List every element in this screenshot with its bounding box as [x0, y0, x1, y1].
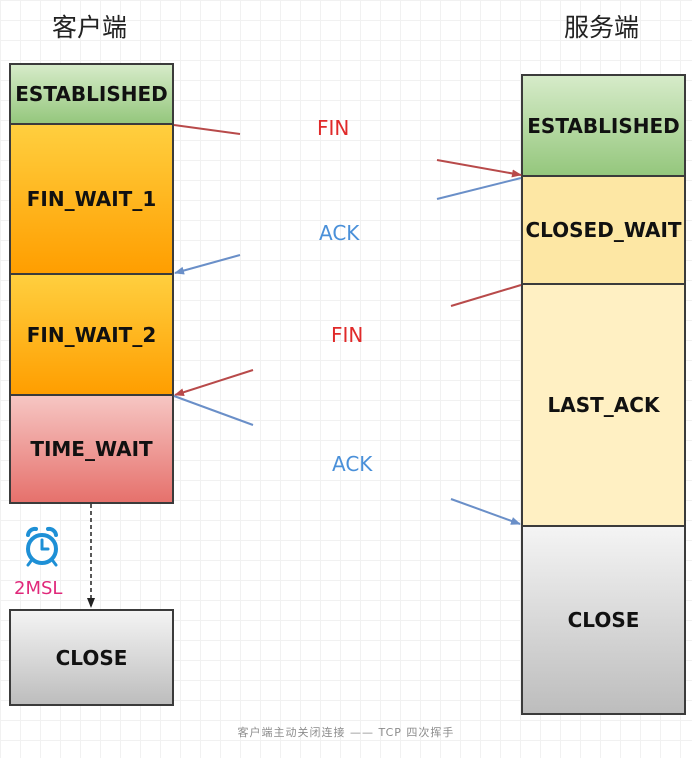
- server-state-closed-wait: CLOSED_WAIT: [521, 175, 686, 285]
- client-state-established: ESTABLISHED: [9, 63, 174, 125]
- server-state-close: CLOSE: [521, 525, 686, 715]
- message-ack-2: ACK: [332, 452, 373, 476]
- ack-1-line-start: [436, 177, 522, 200]
- alarm-clock-icon: [26, 526, 58, 567]
- ack-2-line-start: [173, 395, 254, 426]
- message-fin-2: FIN: [331, 323, 364, 347]
- timer-label: 2MSL: [14, 578, 63, 599]
- message-ack-1: ACK: [319, 221, 360, 245]
- ack-2-arrow: [450, 498, 521, 525]
- server-title: 服务端: [564, 13, 640, 42]
- client-title: 客户端: [52, 13, 128, 42]
- fin-2-arrow: [174, 369, 254, 397]
- message-fin-1: FIN: [317, 116, 350, 140]
- fin-2-line-start: [450, 284, 522, 307]
- client-state-time-wait: TIME_WAIT: [9, 394, 174, 504]
- client-state-close: CLOSE: [9, 609, 174, 706]
- diagram-caption: 客户端主动关闭连接 —— TCP 四次挥手: [237, 726, 455, 739]
- ack-1-arrow: [174, 254, 241, 275]
- fin-1-line-start: [173, 124, 241, 135]
- server-state-established: ESTABLISHED: [521, 74, 686, 177]
- server-state-last-ack: LAST_ACK: [521, 283, 686, 527]
- client-state-fin-wait-1: FIN_WAIT_1: [9, 123, 174, 275]
- fin-1-arrow: [436, 159, 522, 178]
